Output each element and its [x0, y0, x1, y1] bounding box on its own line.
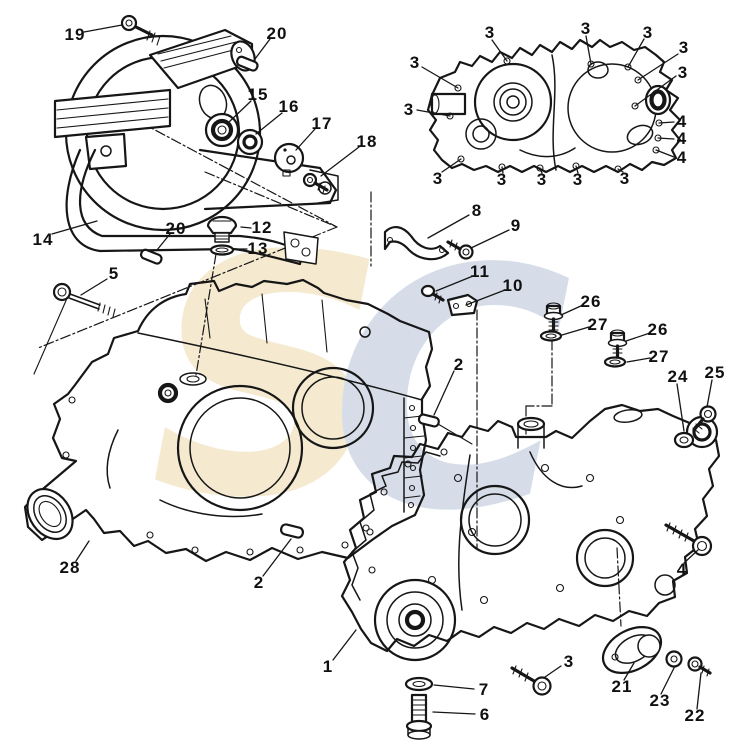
leader-lines [51, 24, 713, 715]
plate-17 [273, 142, 305, 177]
dowel-pin-20-lower [139, 248, 163, 265]
washer-24 [673, 431, 695, 449]
dowel-pin-2-lower [279, 523, 305, 539]
screw-11 [420, 284, 445, 304]
bolt-18 [302, 172, 329, 194]
dowel-pin-2-upper [417, 413, 440, 428]
cover-21 [601, 626, 663, 674]
bearing-boss [373, 578, 457, 662]
bolt-26-right [607, 329, 628, 359]
bolt-19 [120, 14, 161, 46]
bracket-14 [65, 148, 319, 266]
bolt-3 [510, 665, 552, 696]
bolt-5 [52, 282, 116, 318]
oil-filler-cap-12 [206, 215, 238, 243]
assembly-crankcase-left-half [23, 278, 434, 563]
bolt-4 [664, 522, 713, 557]
loose-hardware [52, 226, 717, 740]
washer-7 [404, 676, 434, 692]
mount-clamp-left [53, 88, 172, 171]
washer-27-left [539, 330, 563, 342]
bracket-8 [383, 226, 450, 261]
assembly-crankcase-right-half [340, 403, 721, 662]
bolt-25 [692, 405, 717, 434]
drain-bolt-6 [405, 693, 433, 740]
bolt-9 [446, 239, 474, 260]
bearing-15 [204, 112, 240, 148]
dowel-pin-20-upper [235, 55, 259, 72]
washer-27-right [603, 356, 627, 368]
washer-23 [665, 650, 683, 668]
filler-neck [516, 416, 546, 449]
oil-seal-16 [236, 128, 264, 156]
assembly-crankcase-cover [53, 14, 339, 266]
watermark: S C [150, 186, 572, 583]
bolt-22 [687, 656, 712, 677]
bracket-10 [446, 293, 479, 317]
assembly-crankcase-inner-view [426, 38, 682, 174]
spigot-28 [26, 487, 74, 541]
o-ring-13 [209, 244, 235, 256]
bolt-26-left [543, 302, 564, 333]
